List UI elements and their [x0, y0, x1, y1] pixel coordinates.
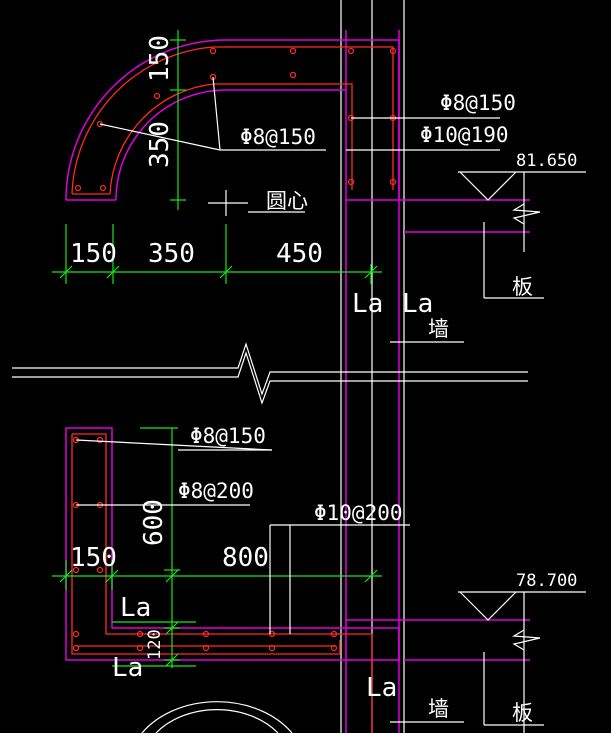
bottom-elevation: 78.700 [516, 571, 577, 591]
top-la-2: La [402, 289, 433, 319]
bottom-leaders [75, 439, 586, 733]
top-text: 150 350 Φ8@150 圆心 150 350 450 Φ8@150 Φ10… [70, 35, 577, 341]
bottom-dim-800: 800 [222, 543, 269, 573]
bottom-dim-150: 150 [70, 543, 117, 573]
bottom-wall: 墙 [428, 697, 449, 721]
top-center-label: 圆心 [266, 189, 308, 213]
bottom-dim-120: 120 [145, 629, 165, 660]
top-elevation: 81.650 [516, 151, 577, 171]
top-curved-beam [65, 39, 530, 233]
wall-lines [340, 0, 405, 733]
bottom-la-3: La [366, 673, 397, 703]
top-dim-bottom-450: 450 [276, 239, 323, 269]
top-dim-bottom-350: 350 [148, 239, 195, 269]
top-leaders [99, 76, 586, 343]
top-wall: 墙 [428, 317, 449, 341]
top-dim-arc-350: 350 [145, 121, 175, 168]
bottom-rebar-label-3: Φ10@200 [314, 501, 403, 525]
top-la-1: La [352, 289, 383, 319]
top-slab: 板 [512, 275, 533, 299]
top-rebar-label-2: Φ10@190 [420, 123, 509, 147]
top-rebar-label-arc: Φ8@150 [240, 125, 316, 149]
bottom-dim-600: 600 [139, 499, 169, 546]
top-dimensions [52, 30, 382, 284]
bottom-l-beam [65, 427, 530, 733]
top-dim-arc-150: 150 [145, 35, 175, 82]
bottom-text: Φ8@150 Φ8@200 Φ10@200 600 150 800 120 La… [70, 424, 577, 725]
bottom-slab: 板 [512, 701, 533, 725]
top-rebar-label-1: Φ8@150 [440, 91, 516, 115]
top-dim-bottom-150: 150 [70, 239, 117, 269]
bottom-la-2: La [112, 653, 143, 683]
bottom-dimensions [52, 427, 382, 668]
bottom-rebar-label-2: Φ8@200 [178, 479, 254, 503]
bottom-la-1: La [120, 593, 151, 623]
break-line [12, 342, 528, 405]
bottom-rebar-label-1: Φ8@150 [190, 424, 266, 448]
